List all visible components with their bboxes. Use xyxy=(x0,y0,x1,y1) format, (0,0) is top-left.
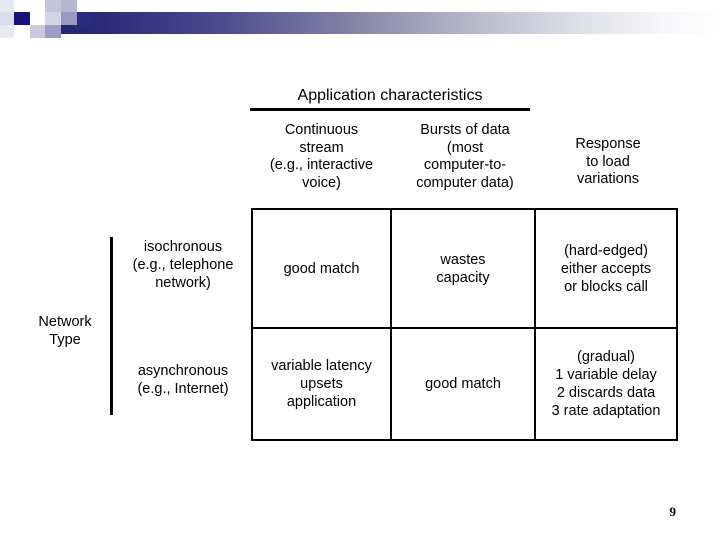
row-label-line: (e.g., Internet) xyxy=(137,381,229,397)
cell-text-line: upsets xyxy=(300,376,343,392)
square-mid-1 xyxy=(30,0,45,12)
cell-text-line: variable latency xyxy=(271,358,372,374)
cell-text: good match xyxy=(425,376,501,392)
cell-text: good match xyxy=(283,260,360,277)
table-cell-isochronous-continuous: good match xyxy=(253,210,392,327)
page-number: 9 xyxy=(669,504,677,519)
cell-text-line: application xyxy=(286,394,357,410)
cell-text-line: 3 rate adaptation xyxy=(551,403,661,419)
cell-text-line: (gradual) xyxy=(576,349,636,365)
table-row: good match wastes capacity (hard-edged) … xyxy=(253,210,676,329)
square-pale-1 xyxy=(0,0,14,12)
table-cell-isochronous-bursts: wastes capacity xyxy=(392,210,536,327)
column-header-line: to load xyxy=(586,153,630,170)
column-header-line: Continuous xyxy=(284,122,359,138)
title-underline-rule xyxy=(250,108,530,111)
square-light-blue-2 xyxy=(45,12,61,25)
square-dark-navy xyxy=(14,12,30,25)
cell-text-line: wastes xyxy=(440,251,486,268)
column-header-line: computer data) xyxy=(416,174,514,191)
column-header-line: (most xyxy=(446,139,484,156)
header-gradient-band xyxy=(0,12,720,34)
table-cell-asynchronous-bursts: good match xyxy=(392,329,536,439)
cell-text-line: or blocks call xyxy=(564,278,648,295)
axis-label-line: Type xyxy=(49,332,81,348)
column-header-line: stream xyxy=(299,139,344,156)
row-label-line: isochronous xyxy=(143,239,223,255)
row-label-line: (e.g., telephone xyxy=(132,257,234,273)
cell-text-line: (hard-edged) xyxy=(564,242,648,259)
table-row: variable latency upsets application good… xyxy=(253,329,676,439)
column-header-line: computer-to- xyxy=(423,157,507,173)
column-header-line: voice) xyxy=(302,174,341,191)
cell-text-line: capacity xyxy=(436,269,490,286)
column-header-bursts-of-data: Bursts of data (most computer-to- comput… xyxy=(392,122,538,192)
square-mid-2 xyxy=(30,12,45,25)
slide-title-block: Application characteristics xyxy=(250,86,530,111)
row-label-asynchronous: asynchronous (e.g., Internet) xyxy=(118,362,248,398)
row-group-brace-line xyxy=(110,237,113,415)
row-label-isochronous: isochronous (e.g., telephone network) xyxy=(118,238,248,292)
square-steel-1 xyxy=(61,0,77,12)
row-label-line: network) xyxy=(155,275,211,291)
column-header-response-to-load: Response to load variations xyxy=(538,136,678,189)
table-cell-asynchronous-continuous: variable latency upsets application xyxy=(253,329,392,439)
row-label-line: asynchronous xyxy=(137,363,229,379)
column-header-line: variations xyxy=(576,171,640,187)
axis-label-line: Network xyxy=(38,314,92,330)
square-light-blue-3 xyxy=(45,25,61,38)
column-header-line: Response xyxy=(575,136,641,152)
square-pale-2 xyxy=(0,12,14,25)
cell-text-line: 1 variable delay xyxy=(555,367,657,383)
cell-text-line: 2 discards data xyxy=(556,385,656,401)
comparison-matrix-table: good match wastes capacity (hard-edged) … xyxy=(251,208,678,441)
cell-text-line: either accepts xyxy=(560,260,652,277)
row-axis-label-network-type: Network Type xyxy=(24,313,106,349)
column-header-line: Bursts of data xyxy=(420,122,510,138)
square-mid-3 xyxy=(30,25,45,38)
column-header-continuous-stream: Continuous stream (e.g., interactive voi… xyxy=(251,122,392,192)
column-header-line: (e.g., interactive xyxy=(269,157,374,173)
square-steel-2 xyxy=(61,12,77,25)
table-cell-asynchronous-response: (gradual) 1 variable delay 2 discards da… xyxy=(536,329,676,439)
square-navy-small xyxy=(77,12,91,25)
page-title: Application characteristics xyxy=(297,87,483,104)
table-cell-isochronous-response: (hard-edged) either accepts or blocks ca… xyxy=(536,210,676,327)
square-light-blue-1 xyxy=(45,0,61,12)
square-pale-3 xyxy=(0,25,14,38)
